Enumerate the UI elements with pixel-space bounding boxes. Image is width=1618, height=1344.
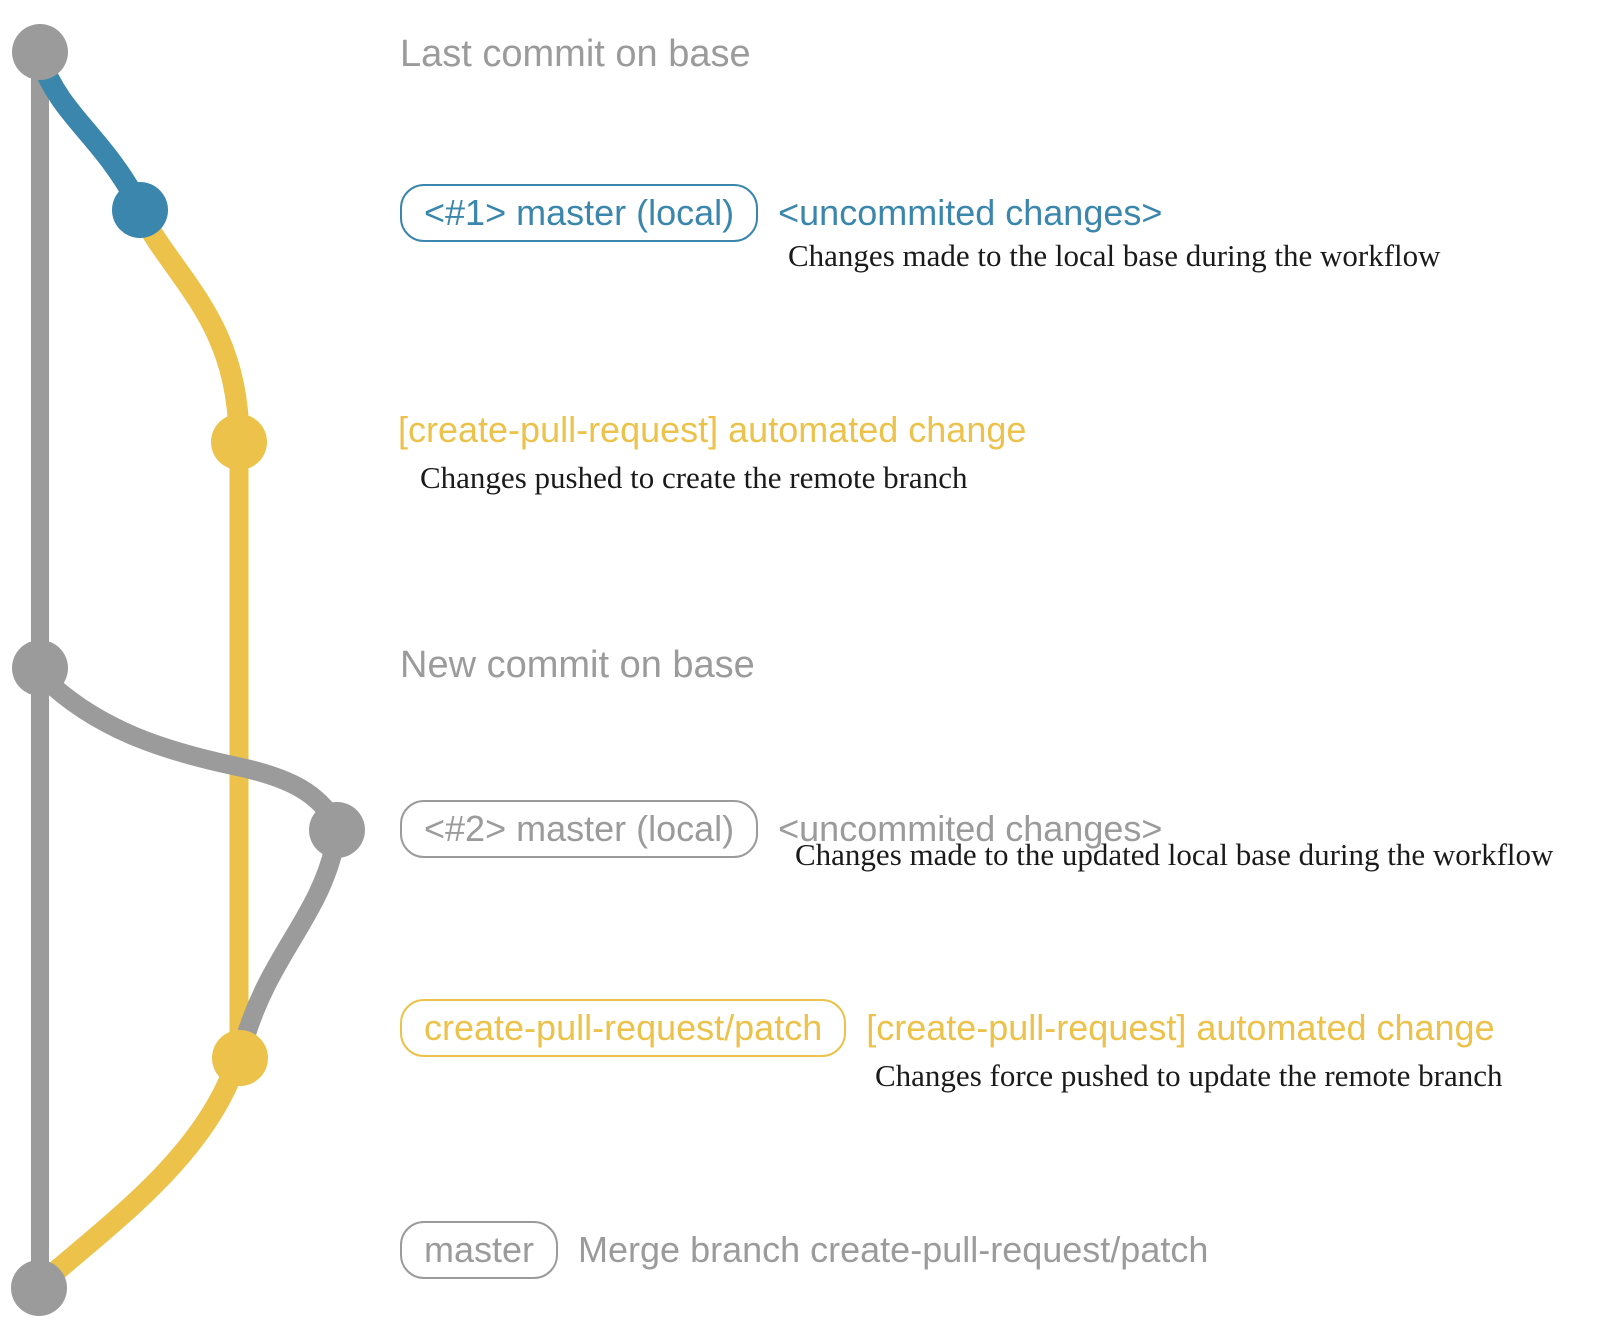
commit-dot-base-last	[12, 24, 68, 80]
commit-dot-local-2	[309, 802, 365, 858]
patch-merge-curve	[37, 1063, 243, 1289]
base-to-local-2-curve	[34, 668, 345, 832]
heading-new-commit-on-base: New commit on base	[400, 644, 755, 686]
commit-dot-patch-2	[212, 1030, 268, 1086]
caption-local-changes-1: Changes made to the local base during th…	[788, 238, 1441, 273]
commit-message-uncommited-1: <uncommited changes>	[778, 192, 1163, 233]
caption-push-remote-branch: Changes pushed to create the remote bran…	[420, 460, 968, 495]
commit-message-automated-change-1: [create-pull-request] automated change	[398, 409, 1027, 450]
commit-dot-patch-1	[211, 414, 267, 470]
branch-badge-master-local-1: <#1> master (local)	[400, 184, 759, 242]
commit-dot-base-new	[12, 640, 68, 696]
row-patch-branch: create-pull-request/patch [create-pull-r…	[400, 999, 1495, 1057]
branch-badge-master: master	[400, 1221, 559, 1279]
row-local-master-2: <#2> master (local) <uncommited changes>	[400, 800, 1162, 858]
commit-message-automated-change-2: [create-pull-request] automated change	[866, 1007, 1495, 1048]
commit-dot-merge	[11, 1260, 67, 1316]
branch-badge-create-pull-request-patch: create-pull-request/patch	[400, 999, 847, 1057]
caption-local-changes-2: Changes made to the updated local base d…	[795, 837, 1554, 872]
caption-force-push-remote-branch: Changes force pushed to update the remot…	[875, 1058, 1503, 1093]
commit-message-merge-branch: Merge branch create-pull-request/patch	[578, 1229, 1209, 1270]
local-1-to-patch-curve	[130, 203, 250, 449]
local-2-to-patch-curve	[234, 838, 344, 1052]
row-local-master-1: <#1> master (local) <uncommited changes>	[400, 184, 1162, 242]
commit-message-uncommited-2: <uncommited changes>	[778, 808, 1163, 849]
row-merge-commit: master Merge branch create-pull-request/…	[400, 1221, 1208, 1279]
commit-dot-local-1	[112, 182, 168, 238]
base-to-local-1-curve	[30, 49, 148, 213]
heading-last-commit-on-base: Last commit on base	[400, 33, 751, 75]
branch-badge-master-local-2: <#2> master (local)	[400, 800, 759, 858]
